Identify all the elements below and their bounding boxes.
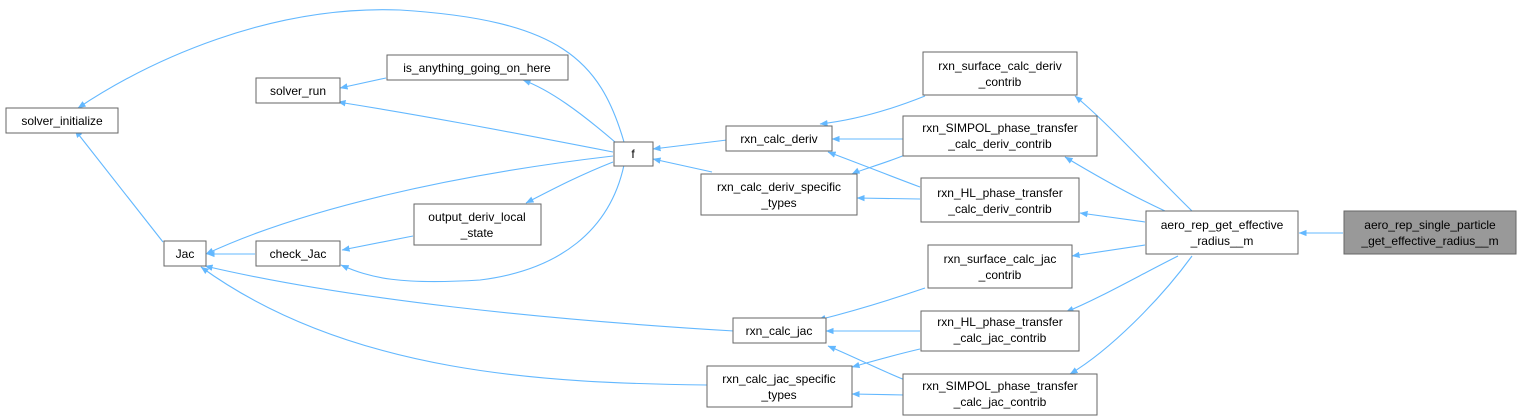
- edge-f-to-solver-init: [77, 9, 625, 143]
- edge-simpol-jac-to-calc-jac: [827, 345, 906, 381]
- node-label: rxn_HL_phase_transfer: [937, 186, 1062, 200]
- node-label: _state: [460, 226, 494, 240]
- node-rxn-calc-jac[interactable]: rxn_calc_jac: [732, 317, 827, 344]
- edge-aero-to-surf-jac: [1071, 244, 1146, 259]
- edge-f-to-jac: [205, 155, 614, 255]
- edge-anything-to-solver-run: [339, 77, 387, 90]
- node-label: solver_run: [270, 84, 326, 98]
- edges: [74, 9, 1343, 398]
- node-label: rxn_calc_jac_specific: [722, 372, 835, 386]
- node-label: rxn_surface_calc_deriv: [938, 59, 1061, 73]
- node-label: _types: [760, 388, 796, 402]
- edge-simpol-jac-to-calc-jac-spec: [851, 390, 906, 398]
- edge-surf-deriv-to-calc-deriv: [819, 95, 926, 127]
- edge-calc-deriv-to-f: [652, 139, 728, 152]
- node-label: check_Jac: [270, 247, 327, 261]
- node-label: _contrib: [978, 75, 1022, 89]
- node-label: rxn_HL_phase_transfer: [937, 315, 1062, 329]
- node-rxn-hl-phase-transfer-calc-jac-contrib[interactable]: rxn_HL_phase_transfer _calc_jac_contrib: [920, 310, 1080, 352]
- node-is-anything-going-on-here[interactable]: is_anything_going_on_here: [386, 54, 569, 81]
- edge-hl-deriv-to-calc-deriv: [827, 151, 921, 188]
- node-aero-rep-single-particle-get-effective-radius-m: aero_rep_single_particle _get_effective_…: [1343, 210, 1517, 255]
- edge-hl-jac-to-calc-jac-spec: [851, 348, 921, 369]
- edge-aero-to-surf-deriv: [1074, 95, 1193, 212]
- node-output-deriv-local-state[interactable]: output_deriv_local _state: [413, 203, 542, 246]
- node-rxn-simpol-phase-transfer-calc-deriv-contrib[interactable]: rxn_SIMPOL_phase_transfer _calc_deriv_co…: [902, 115, 1098, 157]
- node-label: rxn_calc_deriv_specific: [717, 180, 841, 194]
- node-label: rxn_calc_deriv: [740, 132, 817, 146]
- edge-aero-to-simpol-jac: [1069, 255, 1193, 375]
- node-label: is_anything_going_on_here: [403, 61, 551, 75]
- node-label: rxn_calc_jac: [746, 324, 813, 338]
- node-label: f: [631, 147, 635, 161]
- node-label: output_deriv_local: [428, 210, 525, 224]
- node-label: solver_initialize: [21, 114, 103, 128]
- node-label: rxn_SIMPOL_phase_transfer: [922, 121, 1077, 135]
- node-label: aero_rep_single_particle: [1364, 218, 1496, 232]
- edge-f-to-solver-run: [337, 100, 614, 153]
- edge-jac-to-solver-init: [74, 129, 164, 243]
- node-solver-run[interactable]: solver_run: [255, 77, 341, 104]
- node-rxn-surface-calc-deriv-contrib[interactable]: rxn_surface_calc_deriv _contrib: [922, 51, 1078, 96]
- edge-hl-deriv-to-calc-deriv-spec: [856, 194, 921, 202]
- node-jac[interactable]: Jac: [163, 240, 207, 267]
- node-rxn-calc-jac-specific-types[interactable]: rxn_calc_jac_specific _types: [706, 365, 853, 408]
- edge-f-to-check-jac: [340, 164, 625, 283]
- node-f[interactable]: f: [613, 141, 654, 167]
- node-label: _calc_deriv_contrib: [947, 137, 1052, 151]
- edge-calc-jac-spec-to-jac: [200, 266, 708, 386]
- node-rxn-calc-deriv-specific-types[interactable]: rxn_calc_deriv_specific _types: [700, 173, 858, 216]
- edge-simpol-deriv-to-calc-deriv-spec: [851, 154, 906, 175]
- node-rxn-surface-calc-jac-contrib[interactable]: rxn_surface_calc_jac _contrib: [927, 244, 1073, 289]
- node-rxn-calc-deriv[interactable]: rxn_calc_deriv: [725, 125, 833, 152]
- node-label: _calc_deriv_contrib: [947, 202, 1052, 216]
- edge-calc-deriv-spec-to-f: [652, 157, 713, 173]
- edge-f-to-out-deriv: [525, 161, 614, 204]
- node-label: rxn_surface_calc_jac: [944, 252, 1057, 266]
- node-label: _types: [760, 196, 796, 210]
- node-label: _calc_jac_contrib: [953, 331, 1047, 345]
- edge-calc-jac-to-jac: [204, 264, 735, 332]
- edge-aero-to-hl-jac: [1065, 255, 1179, 313]
- node-rxn-simpol-phase-transfer-calc-jac-contrib[interactable]: rxn_SIMPOL_phase_transfer _calc_jac_cont…: [902, 373, 1098, 416]
- edge-f-to-anything: [522, 79, 616, 143]
- node-label: rxn_SIMPOL_phase_transfer: [922, 379, 1077, 393]
- node-label: Jac: [176, 247, 195, 261]
- node-rxn-hl-phase-transfer-calc-deriv-contrib[interactable]: rxn_HL_phase_transfer _calc_deriv_contri…: [920, 177, 1080, 223]
- node-solver-initialize[interactable]: solver_initialize: [5, 107, 119, 134]
- edge-out-deriv-to-check-jac: [341, 235, 414, 252]
- node-check-jac[interactable]: check_Jac: [255, 240, 341, 267]
- node-aero-rep-get-effective-radius-m[interactable]: aero_rep_get_effective _radius__m: [1145, 210, 1299, 255]
- node-label: _contrib: [978, 268, 1022, 282]
- node-label: _radius__m: [1190, 234, 1254, 248]
- node-label: _calc_jac_contrib: [953, 395, 1047, 409]
- node-label: _get_effective_radius__m: [1360, 234, 1498, 248]
- edge-surf-jac-to-calc-jac: [817, 287, 926, 322]
- edge-aero-to-hl-deriv: [1079, 210, 1146, 223]
- edge-aero-to-simpol-deriv: [1064, 156, 1166, 212]
- node-label: aero_rep_get_effective: [1161, 218, 1284, 232]
